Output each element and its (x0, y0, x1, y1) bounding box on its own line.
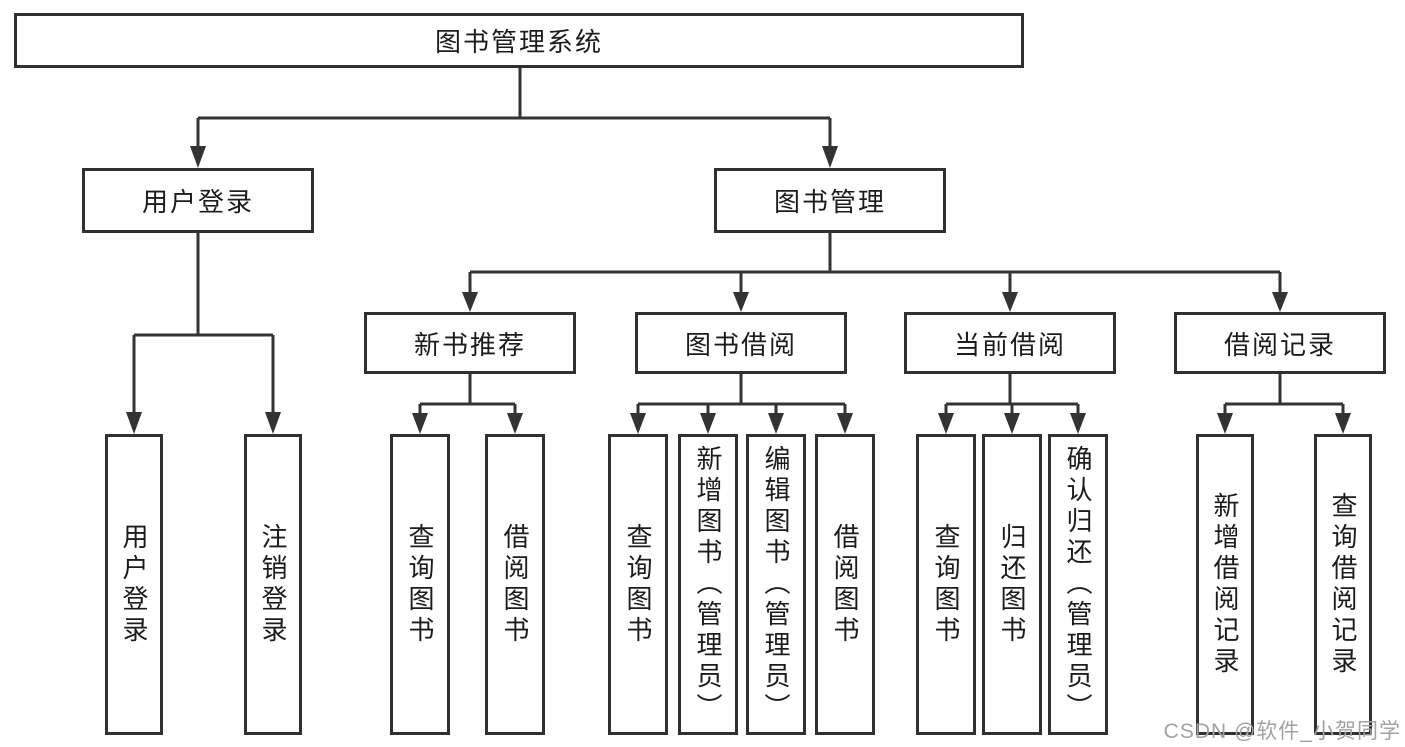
node-label: 查询图书 (623, 522, 653, 647)
leaf-return-books: 归还图书 (982, 434, 1042, 735)
node-new-book-recommend: 新书推荐 (364, 312, 576, 374)
leaf-edit-books-admin: 编辑图书（管理员） (746, 434, 806, 735)
leaf-borrow-books-recommend: 借阅图书 (485, 434, 545, 735)
node-label: 用户登录 (119, 522, 149, 647)
node-book-borrowing: 图书借阅 (635, 312, 847, 374)
node-label: 借阅记录 (1223, 329, 1336, 360)
node-label: 查询图书 (405, 522, 435, 647)
node-label: 当前借阅 (953, 329, 1066, 360)
node-label: 新书推荐 (413, 329, 526, 360)
leaf-add-books-admin: 新增图书（管理员） (678, 434, 738, 735)
node-label: 注销登录 (258, 522, 288, 647)
watermark: CSDN @软件_小贺同学 (1163, 720, 1401, 743)
node-current-borrowing: 当前借阅 (904, 312, 1116, 374)
leaf-confirm-return-admin: 确认归还（管理员） (1048, 434, 1108, 735)
node-label: 新增借阅记录 (1210, 491, 1240, 678)
node-book-management: 图书管理 (714, 168, 946, 233)
node-borrowing-records: 借阅记录 (1174, 312, 1386, 374)
leaf-user-login: 用户登录 (105, 434, 163, 735)
node-label: 查询图书 (931, 522, 961, 647)
leaf-query-books-recommend: 查询图书 (390, 434, 450, 735)
node-label: 图书借阅 (684, 329, 797, 360)
node-user-login: 用户登录 (82, 168, 314, 233)
leaf-logout: 注销登录 (244, 434, 302, 735)
node-label: 归还图书 (997, 522, 1027, 647)
leaf-query-borrow-record: 查询借阅记录 (1314, 434, 1372, 735)
node-label: 图书管理系统 (434, 27, 603, 57)
node-label: 借阅图书 (500, 522, 530, 647)
node-label: 编辑图书（管理员） (761, 445, 791, 724)
node-label: 新增图书（管理员） (693, 445, 723, 724)
node-label: 借阅图书 (830, 522, 860, 647)
node-label: 查询借阅记录 (1328, 491, 1358, 678)
leaf-borrow-books-borrowing: 借阅图书 (815, 434, 875, 735)
node-label: 用户登录 (141, 187, 254, 217)
leaf-query-books-borrowing: 查询图书 (608, 434, 668, 735)
leaf-add-borrow-record: 新增借阅记录 (1196, 434, 1254, 735)
node-label: 确认归还（管理员） (1063, 445, 1093, 724)
node-library-management-system: 图书管理系统 (14, 13, 1024, 68)
leaf-query-books-current: 查询图书 (916, 434, 976, 735)
node-label: 图书管理 (773, 187, 886, 217)
